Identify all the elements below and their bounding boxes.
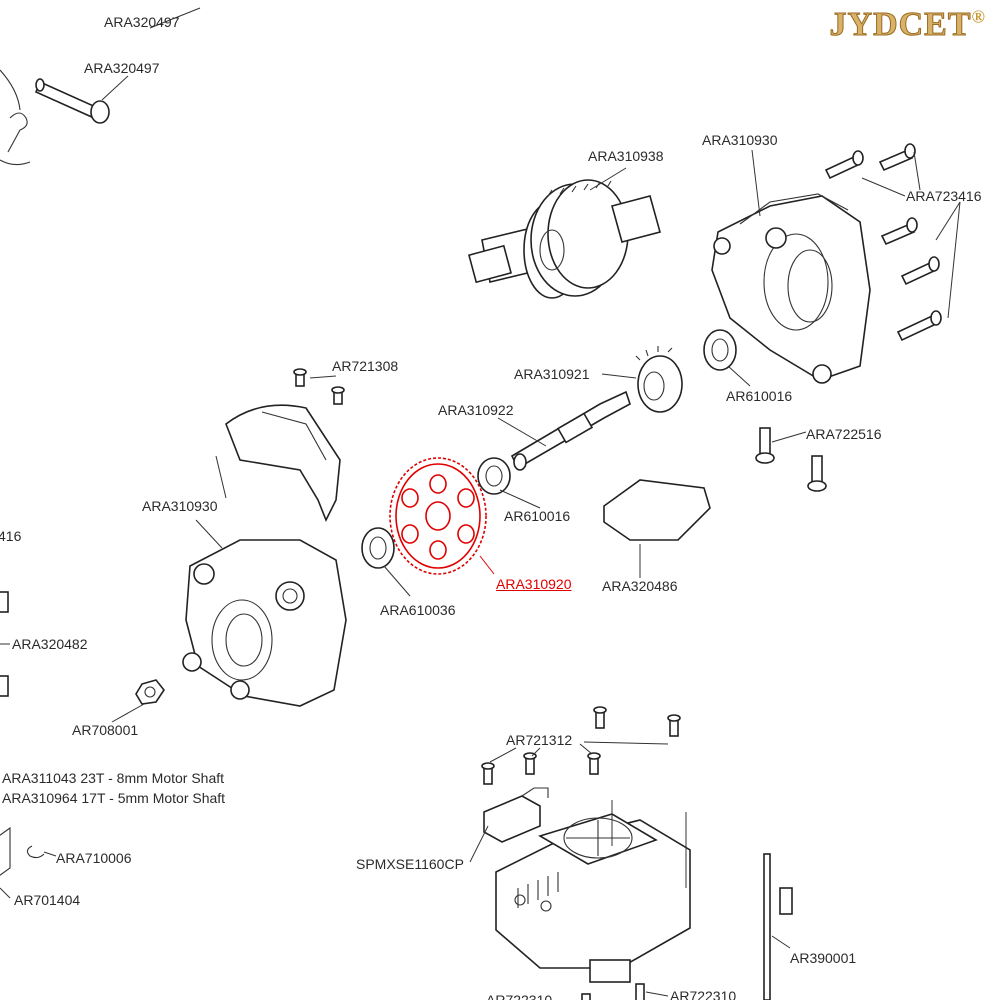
- label-ara320497-a: ARA320497: [104, 14, 180, 30]
- screws-ara722516: [755, 427, 827, 492]
- label-ara310938: ARA310938: [588, 148, 664, 164]
- label-ara310920: ARA310920: [496, 576, 572, 592]
- label-ara320482: ARA320482: [12, 636, 88, 652]
- esc-spmxse1160cp: [495, 813, 691, 983]
- label-motor-shaft-23t: ARA311043 23T - 8mm Motor Shaft: [2, 770, 225, 786]
- label-ar708001: AR708001: [72, 722, 139, 738]
- gearbox-housing-ara310930-top: [711, 193, 871, 384]
- label-ar390001: AR390001: [790, 950, 857, 966]
- label-ara320486: ARA320486: [602, 578, 678, 594]
- nut-ar708001: [135, 679, 165, 705]
- edge-part-b: [0, 675, 9, 697]
- bearing-ar610016-mid: [477, 457, 511, 495]
- label-ar722310: AR722310: [670, 988, 737, 1000]
- label-spmxse1160cp: SPMXSE1160CP: [356, 856, 464, 872]
- label-ara310921: ARA310921: [514, 366, 590, 382]
- rod-ar390001: [763, 853, 793, 1000]
- label-motor-shaft-17t: ARA310964 17T - 5mm Motor Shaft: [2, 790, 226, 806]
- bottom-screw-b: [635, 983, 645, 1000]
- spur-gear-ara310920: [389, 457, 487, 575]
- label-ara310930-left: ARA310930: [142, 498, 218, 514]
- label-ara310930-top: ARA310930: [702, 132, 778, 148]
- pinion-edge: [0, 826, 11, 876]
- screws-ar721308: [293, 368, 345, 405]
- label-partial-bottom: AR722310: [486, 992, 553, 1000]
- label-ara722516: ARA722516: [806, 426, 882, 442]
- switch-module: [483, 787, 549, 843]
- pin-ara320497: [34, 78, 110, 124]
- screws-ar721312: [481, 706, 681, 785]
- brand-logo: JYDCET®: [829, 6, 986, 44]
- label-ar701404: AR701404: [14, 892, 81, 908]
- label-ar721312: AR721312: [506, 732, 573, 748]
- bottom-screw-a: [581, 993, 591, 1000]
- bearing-ara610036: [361, 527, 395, 569]
- label-ar721308: AR721308: [332, 358, 399, 374]
- label-ara320497-b: ARA320497: [84, 60, 160, 76]
- edge-part-a: [0, 591, 9, 613]
- gearbox-housing-ara310930-left: [182, 539, 347, 707]
- clip-ara320497: [7, 112, 28, 153]
- label-ara610036: ARA610036: [380, 602, 456, 618]
- shaft-ara310922: [510, 390, 631, 471]
- gear-ara310921: [635, 346, 683, 413]
- label-partial-416: 416: [0, 528, 22, 544]
- label-ara310922: ARA310922: [438, 402, 514, 418]
- clip-ara710006: [26, 845, 45, 859]
- label-ara723416: ARA723416: [906, 188, 982, 204]
- motor-cover: [225, 404, 341, 522]
- differential-ara310938: [468, 179, 661, 299]
- screws-ara723416: [824, 143, 942, 342]
- label-ara710006: ARA710006: [56, 850, 132, 866]
- bearing-ar610016-top: [703, 329, 737, 371]
- label-ar610016-top: AR610016: [726, 388, 793, 404]
- label-ar610016-mid: AR610016: [504, 508, 571, 524]
- gasket-ara320486: [603, 479, 711, 541]
